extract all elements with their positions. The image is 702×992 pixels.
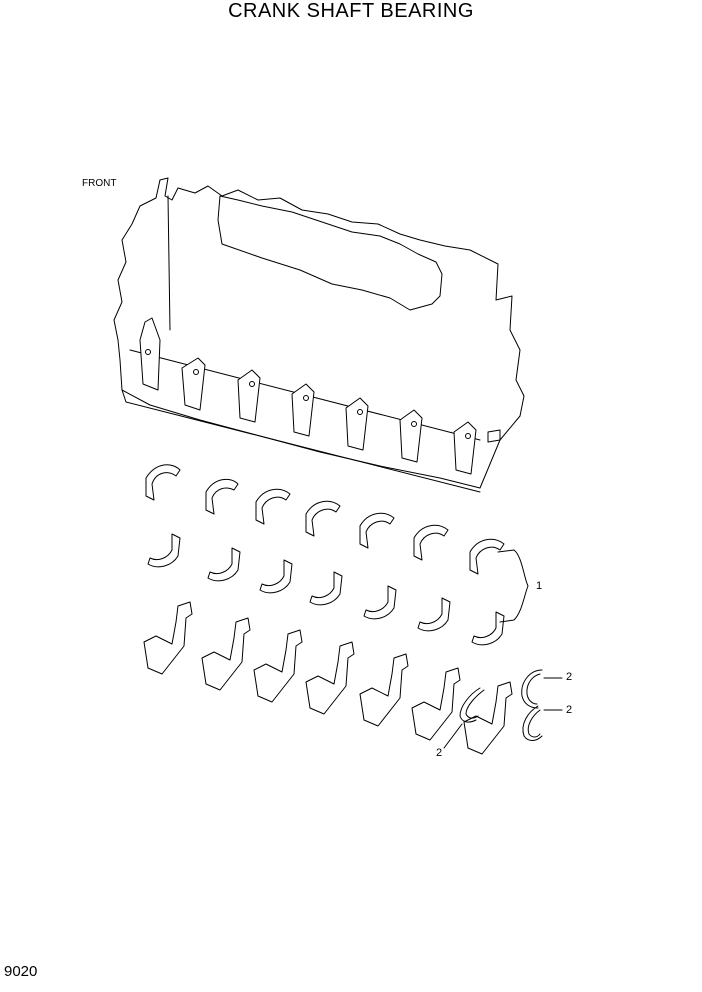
callout-1-label: 1: [536, 580, 543, 592]
page-number: 9020: [4, 963, 38, 980]
lower-bearing-shells: [147, 533, 505, 646]
callout-2-label-upper: 2: [566, 671, 573, 683]
main-bearing-caps: [143, 601, 513, 755]
thrust-washers: [459, 669, 543, 741]
callout-2-label-left: 2: [436, 747, 443, 759]
upper-bearing-shells: [145, 464, 505, 575]
callout-2-leaders: [443, 677, 563, 749]
cylinder-block: [113, 177, 525, 493]
page-title: CRANK SHAFT BEARING: [228, 0, 474, 22]
front-label: FRONT: [82, 178, 117, 189]
callout-1-bracket: [497, 549, 529, 623]
callout-2-label-lower: 2: [566, 704, 573, 716]
